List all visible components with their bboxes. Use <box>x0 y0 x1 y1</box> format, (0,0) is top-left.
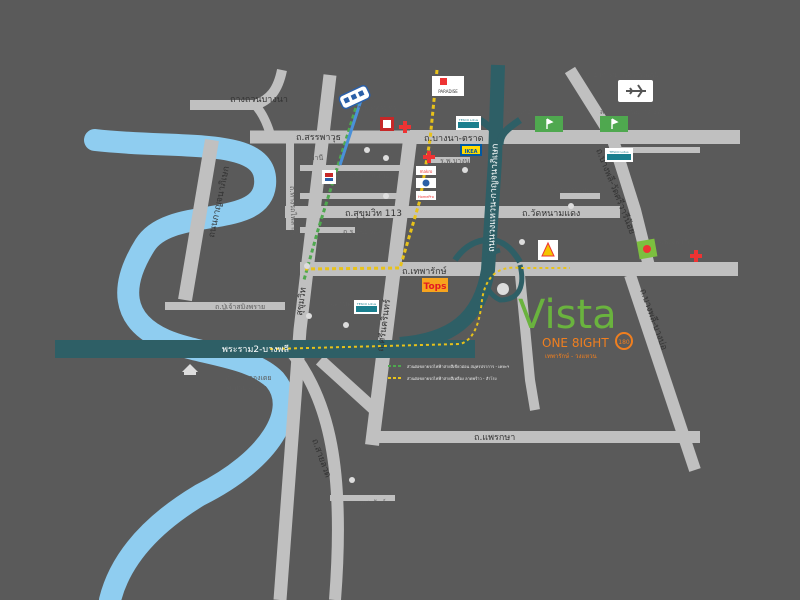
golf-icon-2 <box>600 116 628 132</box>
road-srinakarin <box>365 139 417 446</box>
label-bangna-trat: ถ.บางนา-ตราด <box>424 134 484 144</box>
pin-icon <box>519 239 525 245</box>
brand-name: Vista <box>518 292 617 338</box>
label-bang-na-top: ถางถวนบางนา <box>230 95 288 105</box>
label-wat-nam-daeng: ถ.วัดหนามแดง <box>522 209 580 219</box>
ikea-text: IKEA <box>464 149 477 155</box>
label-phraeksa: ถ.แพรกษา <box>474 433 515 443</box>
hospital-icon-3 <box>690 250 702 262</box>
label-hospital-1: ร.พ.ศิครินทร์ <box>358 104 397 112</box>
label-hospital-3: ร.พ.จุฬารัตน์ 3 <box>658 238 703 246</box>
homepro-logo: HomePro <box>416 191 436 200</box>
golf-icon-1 <box>535 116 563 132</box>
pin-icon <box>306 313 312 319</box>
brand-tag: 180 <box>618 339 630 346</box>
tops-logo: Tops <box>422 278 448 292</box>
label-golf-1: สนามกอล์ฟ <box>505 108 540 116</box>
red-badge-icon <box>380 117 394 131</box>
label-station: สถานี <box>306 154 323 162</box>
label-soi-1: ถ.ทางรถไฟสายเก่า <box>288 186 299 244</box>
tesco-text-1: TESCO Lotus <box>458 118 479 122</box>
roads <box>165 66 740 600</box>
road-kanchanaphisek-west <box>178 138 219 302</box>
pin-icons <box>304 147 574 483</box>
paradise-logo: PARADISE <box>432 76 464 96</box>
label-thepharak: ถ.เทพารักษ์ <box>402 265 447 277</box>
expressway-ramp-loop <box>481 247 525 303</box>
ikea-logo: IKEA <box>460 144 482 156</box>
paradise-text: PARADISE <box>438 89 458 94</box>
project-marker-icon <box>497 283 509 295</box>
pin-icon <box>349 477 355 483</box>
airport-icon <box>618 80 653 102</box>
market-icon <box>322 170 336 184</box>
makro-text: makro <box>420 169 433 174</box>
brand-logo: Vista ONE 8IGHT 180 เทพารักษ์ - วงแหวน <box>518 292 633 360</box>
expressway-kanchanaphisek-east <box>399 64 505 351</box>
expressway-ramp-ne <box>496 117 522 146</box>
expressway-ramp-se <box>489 237 523 264</box>
bts-green-line <box>302 87 364 281</box>
hospital-badge-icon <box>636 238 658 260</box>
tops-text: Tops <box>424 282 447 292</box>
pin-icon <box>462 167 468 173</box>
road-link <box>315 355 380 415</box>
pin-icon <box>304 263 310 269</box>
label-sanphawut: ถ.สรรพาวุธ <box>296 133 341 143</box>
expressway-rama2 <box>55 340 475 358</box>
hospital-icon-1 <box>399 121 411 133</box>
label-hospital-2: ร.พ.บางนา <box>440 157 473 165</box>
robinson-logo <box>416 178 436 188</box>
road-sailuat <box>285 346 344 600</box>
pin-icon <box>364 147 370 153</box>
legend: ส่วนต่อขยายรถไฟฟ้าสายสีเขียวอ่อน สมุทรปร… <box>388 364 509 381</box>
label-golf-2: สนามกอล์ฟพาร์คซิตี้ <box>600 105 663 116</box>
river <box>84 129 295 600</box>
pin-icon <box>568 203 574 209</box>
label-samut: สมุทรปราการ <box>225 384 267 392</box>
hospital-icon-2 <box>423 151 435 163</box>
pin-icon <box>343 322 349 328</box>
road-bangphli-bangbo <box>624 273 701 472</box>
tesco-text-2: TESCO Lotus <box>356 302 377 306</box>
place-labels: ท่าอากาศยานสุวรรณภูมิ สนามกอล์ฟ สนามกอล์… <box>225 71 703 392</box>
label-soi-4: ถ.ร.ศรีนครินทร์ <box>322 300 369 308</box>
label-soi-3: ถ.ร.สุขุมวิท <box>343 228 378 236</box>
expressway-ramp-sw <box>452 237 489 262</box>
tesco-text-3: TESCO Lotus <box>608 150 629 154</box>
label-soi-2: ถ.ร.สำโรงเหนือ <box>342 171 390 180</box>
shell-logo <box>538 240 558 260</box>
tesco-logo-3: TESCO Lotus <box>605 148 633 162</box>
mrt-yellow-dash <box>269 266 570 350</box>
brand-circle-icon <box>615 332 633 350</box>
pin-icon <box>383 193 389 199</box>
homepro-text: HomePro <box>418 195 434 199</box>
label-sukhumvit-113: ถ.สุขุมวิท 113 <box>345 208 402 219</box>
legend-line-2: ส่วนต่อขยายรถไฟฟ้าสายสีเหลือง ลาดพร้าว -… <box>407 376 497 381</box>
bts-train-icon <box>338 84 371 110</box>
tesco-logo-1: TESCO Lotus <box>456 116 481 130</box>
bts-yellow-line <box>304 69 439 271</box>
label-pu-chao: ถ.ปู่เจ้าสมิงพราย <box>215 303 265 311</box>
label-kanchanaphisek-east: ถนนวงแหวน-กาญจนาภิเษก <box>486 143 501 252</box>
road-central-diag <box>515 274 540 411</box>
label-airport: ท่าอากาศยานสุวรรณภูมิ <box>585 71 659 79</box>
brand-sub: ONE 8IGHT <box>542 336 609 350</box>
label-rama2-bangphli: พระราม2-บางพลี <box>222 344 289 355</box>
label-soi-5: ถ.ร.เทพารักษ์ <box>345 499 386 507</box>
label-sukhumvit: สุขุมวิท <box>294 287 309 317</box>
makro-logo: makro <box>416 166 436 175</box>
label-school: ร.ร.สารวิทยา <box>554 186 595 194</box>
brand-tagline: เทพารักษ์ - วงแหวน <box>545 352 597 360</box>
road-sukhumvit <box>273 74 337 600</box>
pin-icon <box>383 155 389 161</box>
temple-icon <box>182 364 198 375</box>
label-port: ท่าเรือคลองเตย <box>225 374 272 382</box>
legend-line-1: ส่วนต่อขยายรถไฟฟ้าสายสีเขียวอ่อน สมุทรปร… <box>407 364 509 370</box>
tesco-logo-2: TESCO Lotus <box>354 300 379 314</box>
road-bangphli-wat <box>564 66 656 272</box>
